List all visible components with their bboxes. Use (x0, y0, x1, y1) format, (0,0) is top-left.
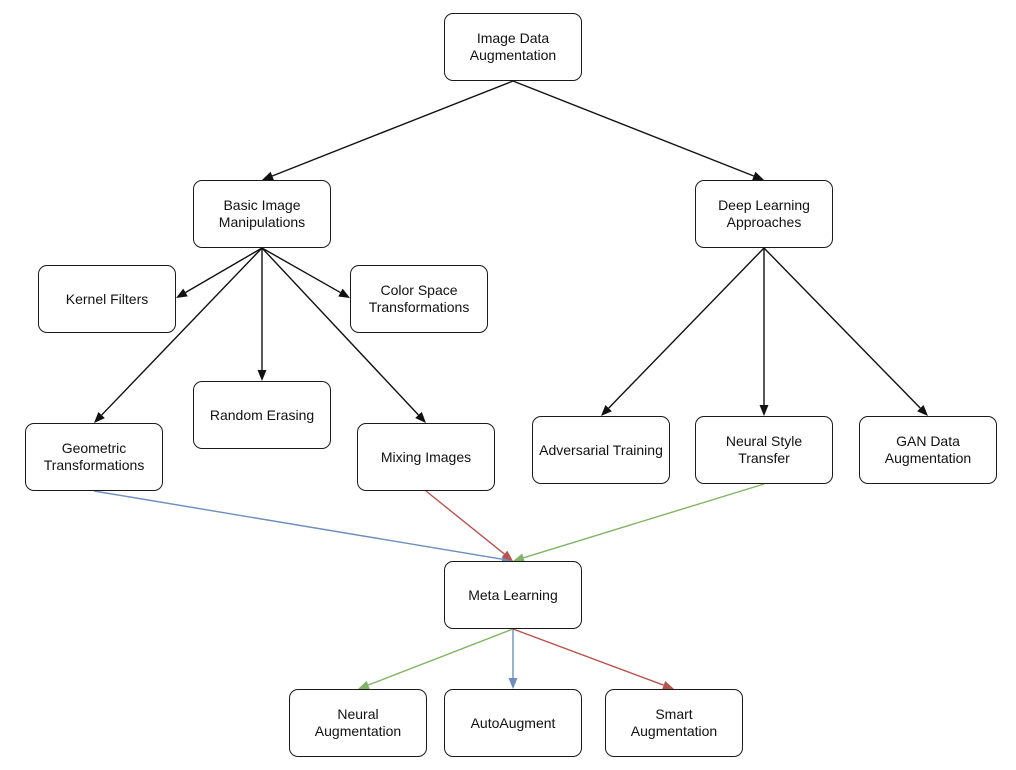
edge-meta-to-autoaug-arrowhead (508, 678, 518, 689)
node-color-space-transformations: Color Space Transformations (350, 265, 488, 333)
edge-meta-to-neural-aug (358, 628, 514, 690)
edge-basic-to-erasing (257, 248, 267, 381)
node-random-erasing: Random Erasing (193, 381, 331, 449)
edge-basic-to-color-arrowhead (338, 288, 350, 298)
edge-basic-to-erasing-arrowhead (257, 370, 267, 381)
node-mixing-images: Mixing Images (357, 423, 495, 491)
node-neural-style-transfer: Neural Style Transfer (695, 416, 833, 484)
edge-deep-to-gan-line (763, 247, 921, 409)
edge-mixing-to-meta (425, 490, 513, 561)
edge-root-to-basic-line (271, 80, 514, 177)
edge-root-to-basic (262, 80, 514, 181)
edge-basic-to-color-line (261, 247, 341, 294)
edge-deep-to-adversarial (601, 247, 765, 416)
edge-basic-to-mixing (261, 247, 426, 423)
edge-mixing-to-meta-line (425, 490, 505, 555)
edge-basic-to-geometric (94, 247, 263, 423)
edge-deep-to-gan (763, 247, 928, 416)
edge-meta-to-smart-aug-arrowhead (662, 680, 674, 690)
edge-meta-to-neural-aug-line (368, 628, 514, 686)
node-autoaugment: AutoAugment (444, 689, 582, 757)
edge-basic-to-kernel-line (185, 247, 263, 294)
edge-mixing-to-meta-arrowhead (501, 550, 513, 561)
edge-basic-to-kernel (176, 247, 263, 298)
edge-deep-to-style (759, 248, 769, 416)
edge-basic-to-color (261, 247, 350, 298)
edge-geometric-to-meta (93, 490, 513, 564)
edge-meta-to-smart-aug-line (512, 628, 664, 686)
edge-deep-to-gan-arrowhead (917, 404, 928, 416)
node-kernel-filters: Kernel Filters (38, 265, 176, 333)
edge-basic-to-mixing-arrowhead (415, 411, 426, 423)
edge-deep-to-style-arrowhead (759, 405, 769, 416)
node-deep-learning-approaches: Deep Learning Approaches (695, 180, 833, 248)
edge-basic-to-kernel-arrowhead (176, 288, 188, 298)
edge-root-to-basic-arrowhead (262, 171, 274, 181)
edge-basic-to-mixing-line (261, 247, 419, 416)
node-neural-augmentation: Neural Augmentation (289, 689, 427, 757)
node-adversarial-training: Adversarial Training (532, 416, 670, 484)
node-basic-image-manipulations: Basic Image Manipulations (193, 180, 331, 248)
node-geometric-transformations: Geometric Transformations (25, 423, 163, 491)
edge-basic-to-geometric-arrowhead (94, 411, 105, 423)
edge-root-to-deep-arrowhead (752, 171, 764, 181)
edge-deep-to-adversarial-line (608, 247, 765, 409)
edge-style-to-meta (513, 483, 765, 563)
node-meta-learning: Meta Learning (444, 561, 582, 629)
edge-style-to-meta-arrowhead (513, 553, 525, 563)
edge-meta-to-smart-aug (512, 628, 674, 690)
edge-root-to-deep-line (512, 80, 755, 177)
edge-root-to-deep (512, 80, 764, 181)
edge-meta-to-neural-aug-arrowhead (358, 680, 370, 690)
node-image-data-augmentation: Image Data Augmentation (444, 13, 582, 81)
edge-meta-to-autoaug (508, 629, 518, 689)
edge-style-to-meta-line (523, 483, 765, 559)
node-smart-augmentation: Smart Augmentation (605, 689, 743, 757)
node-gan-data-augmentation: GAN Data Augmentation (859, 416, 997, 484)
edge-geometric-to-meta-line (93, 490, 503, 560)
edge-deep-to-adversarial-arrowhead (601, 404, 612, 416)
edge-basic-to-geometric-line (101, 247, 263, 416)
